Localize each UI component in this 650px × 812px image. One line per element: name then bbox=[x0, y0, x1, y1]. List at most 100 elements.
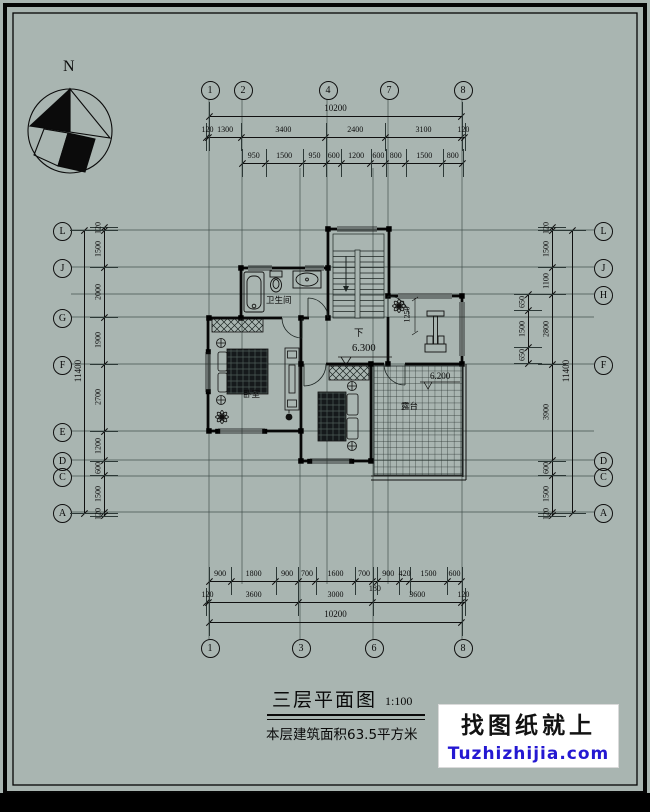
grid-bubble-bottom-8: 8 bbox=[453, 639, 473, 658]
dim-value: 800 bbox=[446, 151, 459, 160]
sink bbox=[292, 270, 322, 289]
dim-witness bbox=[461, 608, 463, 636]
dim-value: 120 bbox=[457, 125, 470, 134]
dim-witness bbox=[538, 294, 566, 296]
north-compass bbox=[27, 87, 113, 174]
dim-value: 1800 bbox=[245, 569, 262, 578]
dim-value: 600 bbox=[448, 569, 461, 578]
dim-line-bottom-major bbox=[206, 602, 465, 603]
dim-value: 10200 bbox=[324, 609, 347, 619]
dim-line-bottom-minor bbox=[209, 581, 462, 582]
dim-witness bbox=[514, 347, 542, 349]
dim-value: 800 bbox=[389, 151, 402, 160]
grid-bubble-bottom-6: 6 bbox=[364, 639, 384, 658]
dim-witness bbox=[90, 363, 118, 365]
dim-value: 600 bbox=[372, 151, 385, 160]
dim-line-left-overall bbox=[84, 230, 85, 513]
dim-witness bbox=[385, 123, 387, 151]
grid-bubble-right-F: F bbox=[594, 355, 613, 375]
level-mark-stair bbox=[338, 356, 392, 366]
dim-value: 180 bbox=[368, 584, 381, 593]
page-frame bbox=[0, 3, 650, 812]
level-text-terrace: 6.200 bbox=[430, 371, 451, 381]
grid-bubble-bottom-3: 3 bbox=[291, 639, 311, 658]
dim-value: 1600 bbox=[327, 569, 344, 578]
dim-witness bbox=[341, 149, 343, 177]
grid-bubble-top-1: 1 bbox=[200, 81, 220, 100]
watermark-box[interactable]: 找图纸就上 Tuzhizhijia.com bbox=[438, 704, 619, 768]
dim-value: 700 bbox=[300, 569, 313, 578]
dim-value: 1500 bbox=[517, 320, 527, 337]
dim-witness bbox=[405, 149, 407, 177]
dim-value: 120 bbox=[541, 222, 551, 235]
dim-witness bbox=[90, 460, 118, 462]
dim-witness bbox=[538, 227, 566, 228]
dim-line-top-minor bbox=[242, 163, 463, 164]
floor-area-text: 本层建筑面积63.5平方米 bbox=[266, 727, 418, 743]
terrace-tiles bbox=[373, 365, 463, 476]
dim-witness bbox=[399, 567, 401, 595]
dim-value: 950 bbox=[308, 151, 321, 160]
dim-witness bbox=[442, 149, 444, 177]
grid-bubble-right-H: H bbox=[594, 285, 613, 305]
dim-value: 1500 bbox=[276, 151, 293, 160]
grid-bubble-left-L: L bbox=[53, 221, 72, 241]
dim-witness bbox=[90, 512, 118, 514]
plant-dim-text: 1250 bbox=[402, 306, 412, 323]
dim-witness bbox=[90, 475, 118, 477]
dim-witness bbox=[461, 567, 463, 595]
dim-value: 3000 bbox=[327, 590, 344, 599]
bed-center bbox=[317, 391, 359, 442]
grid-bubble-right-C: C bbox=[594, 467, 613, 487]
grid-bubble-left-F: F bbox=[53, 355, 72, 375]
dim-witness bbox=[265, 149, 267, 177]
dim-line-bottom-overall bbox=[209, 622, 462, 623]
dim-value: 3100 bbox=[415, 125, 432, 134]
dim-value: 600 bbox=[327, 151, 340, 160]
grid-bubble-right-J: J bbox=[594, 258, 613, 278]
dim-witness bbox=[242, 149, 243, 177]
dim-line-right-major bbox=[552, 227, 553, 516]
dim-line-right-inner bbox=[528, 294, 529, 364]
dim-witness bbox=[90, 267, 118, 269]
dim-value: 1300 bbox=[217, 125, 234, 134]
dim-witness bbox=[298, 588, 300, 616]
dim-witness bbox=[325, 123, 327, 151]
dim-value: 600 bbox=[93, 462, 103, 475]
dim-witness bbox=[231, 567, 233, 595]
north-label: N bbox=[63, 58, 75, 75]
dim-value: 650 bbox=[517, 349, 527, 362]
dim-value: 120 bbox=[93, 508, 103, 521]
dim-witness bbox=[372, 567, 374, 595]
dim-value: 1500 bbox=[416, 151, 433, 160]
dim-value: 120 bbox=[201, 125, 214, 134]
dim-line-top-major bbox=[206, 137, 465, 138]
dim-value: 700 bbox=[358, 569, 370, 578]
grid-bubble-left-G: G bbox=[53, 308, 72, 328]
dim-value: 900 bbox=[382, 569, 395, 578]
watermark-site[interactable]: Tuzhizhijia.com bbox=[447, 744, 610, 764]
dim-witness bbox=[558, 512, 586, 514]
grid-bubble-top-4: 4 bbox=[318, 81, 338, 100]
floor-drain-icon bbox=[285, 410, 293, 421]
plant-icon-right bbox=[392, 299, 406, 313]
grid-bubble-right-L: L bbox=[594, 221, 613, 241]
dim-value: 650 bbox=[517, 296, 527, 309]
dim-value: 120 bbox=[93, 222, 103, 235]
dim-value: 1100 bbox=[541, 272, 551, 289]
grid-bubble-right-A: A bbox=[594, 503, 613, 523]
toilet bbox=[269, 270, 283, 293]
grid-bubble-top-8: 8 bbox=[453, 81, 473, 100]
dim-value: 3600 bbox=[245, 590, 262, 599]
dim-value: 2800 bbox=[541, 321, 551, 338]
dim-witness bbox=[464, 588, 466, 616]
dim-value: 900 bbox=[281, 569, 294, 578]
dim-value: 1200 bbox=[348, 151, 365, 160]
bathtub bbox=[243, 271, 265, 313]
lamp-icons-center bbox=[347, 381, 357, 451]
dim-witness bbox=[538, 475, 566, 477]
terrace-parapet bbox=[371, 364, 467, 481]
dim-witness bbox=[208, 123, 210, 151]
dim-witness bbox=[70, 512, 98, 514]
